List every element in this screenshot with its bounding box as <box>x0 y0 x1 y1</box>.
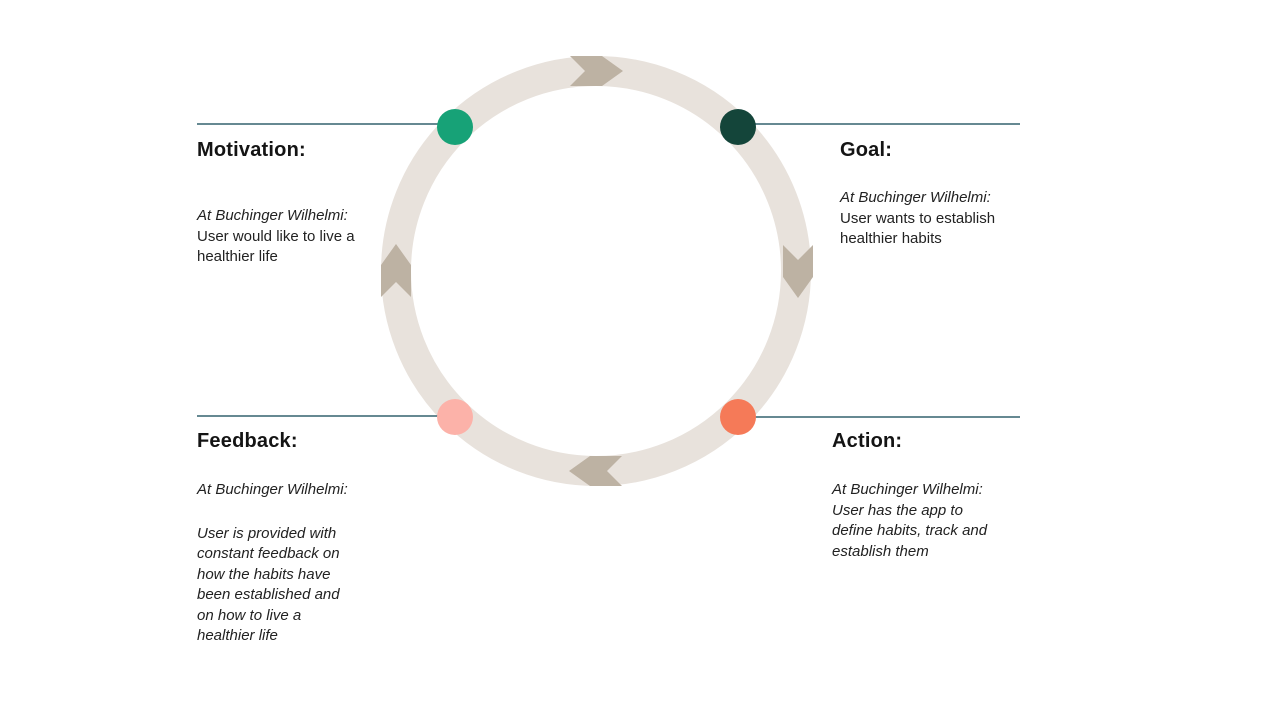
goal-text: At Buchinger Wilhelmi: User wants to est… <box>840 188 1020 250</box>
action-body: User has the app to define habits, track… <box>832 501 988 560</box>
motivation-title: Motivation: <box>197 139 306 161</box>
arrow-clockwise-top-icon <box>570 56 623 86</box>
arrow-clockwise-bottom-icon <box>569 456 622 486</box>
motivation-context: At Buchinger Wilhelmi: <box>197 207 348 224</box>
feedback-title: Feedback: <box>197 430 298 452</box>
action-title: Action: <box>832 430 903 452</box>
motivation-text: At Buchinger Wilhelmi: User would like t… <box>197 206 373 268</box>
feedback-text: At Buchinger Wilhelmi: User is provided … <box>197 480 360 647</box>
motivation-dot <box>437 109 473 145</box>
arrow-clockwise-right-icon <box>783 245 813 298</box>
goal-context: At Buchinger Wilhelmi: <box>840 189 991 206</box>
goal-dot <box>720 109 756 145</box>
action-dot <box>720 399 756 435</box>
feedback-body: User is provided with constant feedback … <box>197 524 340 645</box>
feedback-context: At Buchinger Wilhelmi: <box>197 481 348 498</box>
action-context: At Buchinger Wilhelmi: <box>832 481 983 498</box>
motivation-body: User would like to live a healthier life <box>197 227 355 266</box>
action-text: At Buchinger Wilhelmi: User has the app … <box>832 480 1004 562</box>
feedback-dot <box>437 399 473 435</box>
cycle-arrows <box>381 56 813 486</box>
arrow-clockwise-left-icon <box>381 244 411 297</box>
goal-body: User wants to establish healthier habits <box>840 209 996 248</box>
goal-title: Goal: <box>840 139 893 161</box>
